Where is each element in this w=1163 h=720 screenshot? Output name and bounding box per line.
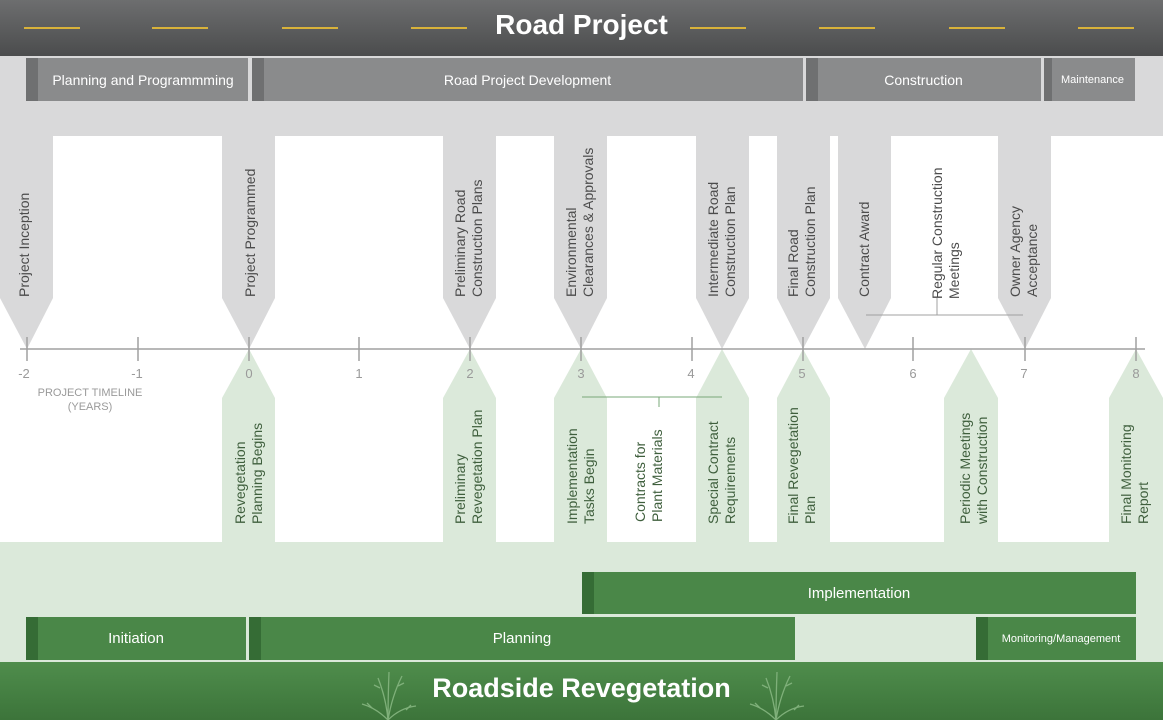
plant-sprig-icon [361, 671, 417, 720]
milestone-label-final-monitoring: Final Monitoring Report [1118, 424, 1151, 524]
veg-phase-monitoring: Monitoring/Management [976, 617, 1136, 660]
milestone-label-implementation-tasks: Implementation Tasks Begin [564, 428, 597, 524]
axis-tick-label: 3 [577, 366, 585, 381]
road-phase-label: Construction [884, 71, 963, 88]
road-phase-maintenance: Maintenance [1044, 58, 1135, 101]
veg-phase-implementation: Implementation [582, 572, 1136, 614]
milestone-flag-intermediate-road-plan [696, 136, 749, 349]
milestone-label-final-road-plan: Final Road Construction Plan [785, 186, 818, 297]
road-phase-development: Road Project Development [252, 58, 803, 101]
axis-tick-label: 1 [355, 366, 363, 381]
veg-phase-label: Planning [492, 630, 552, 647]
veg-phase-label: Initiation [108, 630, 164, 647]
axis-tick-label: -1 [131, 366, 143, 381]
timeline-axis-title: PROJECT TIMELINE (YEARS) [37, 387, 143, 413]
road-lane-marking [282, 27, 338, 29]
road-phase-label: Road Project Development [443, 71, 612, 88]
axis-tick-label: 7 [1020, 366, 1028, 381]
axis-tick-label: 5 [798, 366, 806, 381]
veg-phase-initiation: Initiation [26, 617, 246, 660]
milestone-label-plant-materials: Contracts for Plant Materials [632, 429, 665, 522]
milestone-flag-preliminary-road-plans [443, 136, 496, 349]
roadside-revegetation-title: Roadside Revegetation [432, 673, 731, 703]
milestone-label-contract-award: Contract Award [856, 201, 872, 297]
axis-tick-label: 2 [466, 366, 474, 381]
milestone-label-intermediate-road-plan: Intermediate Road Construction Plan [705, 181, 738, 297]
milestone-flag-final-road-plan [777, 136, 830, 349]
milestone-label-preliminary-revegetation: Preliminary Revegetation Plan [452, 409, 485, 524]
milestone-label-revegetation-planning: Revegetation Planning Begins [232, 422, 265, 524]
milestone-flag-environmental-clearances [554, 136, 607, 349]
milestone-label-project-inception: Project Inception [16, 192, 32, 297]
milestone-label-final-revegetation: Final Revegetation Plan [785, 407, 818, 524]
milestone-flag-project-inception [0, 136, 53, 349]
plant-materials-bracket [582, 396, 722, 407]
veg-phase-label: Implementation [807, 584, 911, 602]
milestone-flag-final-monitoring [1109, 349, 1163, 542]
veg-phase-label: Monitoring/Management [1001, 632, 1121, 645]
milestone-flag-project-programmed [222, 136, 275, 349]
road-project-header [0, 0, 1163, 56]
milestone-label-owner-acceptance: Owner Agency Acceptance [1007, 205, 1040, 297]
road-phase-label: Planning and Programmming [52, 71, 234, 88]
road-lane-marking [949, 27, 1005, 29]
milestone-flag-preliminary-revegetation [443, 349, 496, 542]
axis-tick-label: -2 [18, 366, 30, 381]
road-phase-label: Maintenance [1061, 73, 1124, 86]
road-lane-marking [152, 27, 208, 29]
construction-meetings-bracket [866, 298, 1023, 316]
road-lane-marking [819, 27, 875, 29]
veg-phase-planning: Planning [249, 617, 795, 660]
milestone-label-preliminary-road-plans: Preliminary Road Construction Plans [452, 179, 485, 297]
plant-sprig-icon [749, 671, 805, 720]
axis-tick-label: 8 [1132, 366, 1140, 381]
milestone-flag-contract-award [838, 136, 891, 349]
road-lane-marking [1078, 27, 1134, 29]
milestone-label-construction-meetings: Regular Construction Meetings [929, 167, 962, 299]
milestone-flag-final-revegetation [777, 349, 830, 542]
milestone-label-special-contract: Special Contract Requirements [705, 421, 738, 524]
roadside-revegetation-footer [0, 662, 1163, 720]
axis-tick-label: 4 [687, 366, 695, 381]
road-phase-construction: Construction [806, 58, 1041, 101]
axis-tick-label: 0 [245, 366, 253, 381]
milestone-flag-revegetation-planning [222, 349, 275, 542]
milestone-flag-periodic-meetings [944, 349, 998, 542]
road-lane-marking [411, 27, 467, 29]
road-lane-marking [690, 27, 746, 29]
axis-tick-label: 6 [909, 366, 917, 381]
road-lane-marking [24, 27, 80, 29]
milestone-flag-owner-acceptance [998, 136, 1051, 349]
milestone-label-project-programmed: Project Programmed [242, 168, 258, 297]
milestone-label-periodic-meetings: Periodic Meetings with Construction [957, 412, 990, 524]
road-phase-planning: Planning and Programmming [26, 58, 248, 101]
milestone-label-environmental-clearances: Environmental Clearances & Approvals [563, 147, 596, 297]
road-project-title: Road Project [495, 9, 668, 40]
